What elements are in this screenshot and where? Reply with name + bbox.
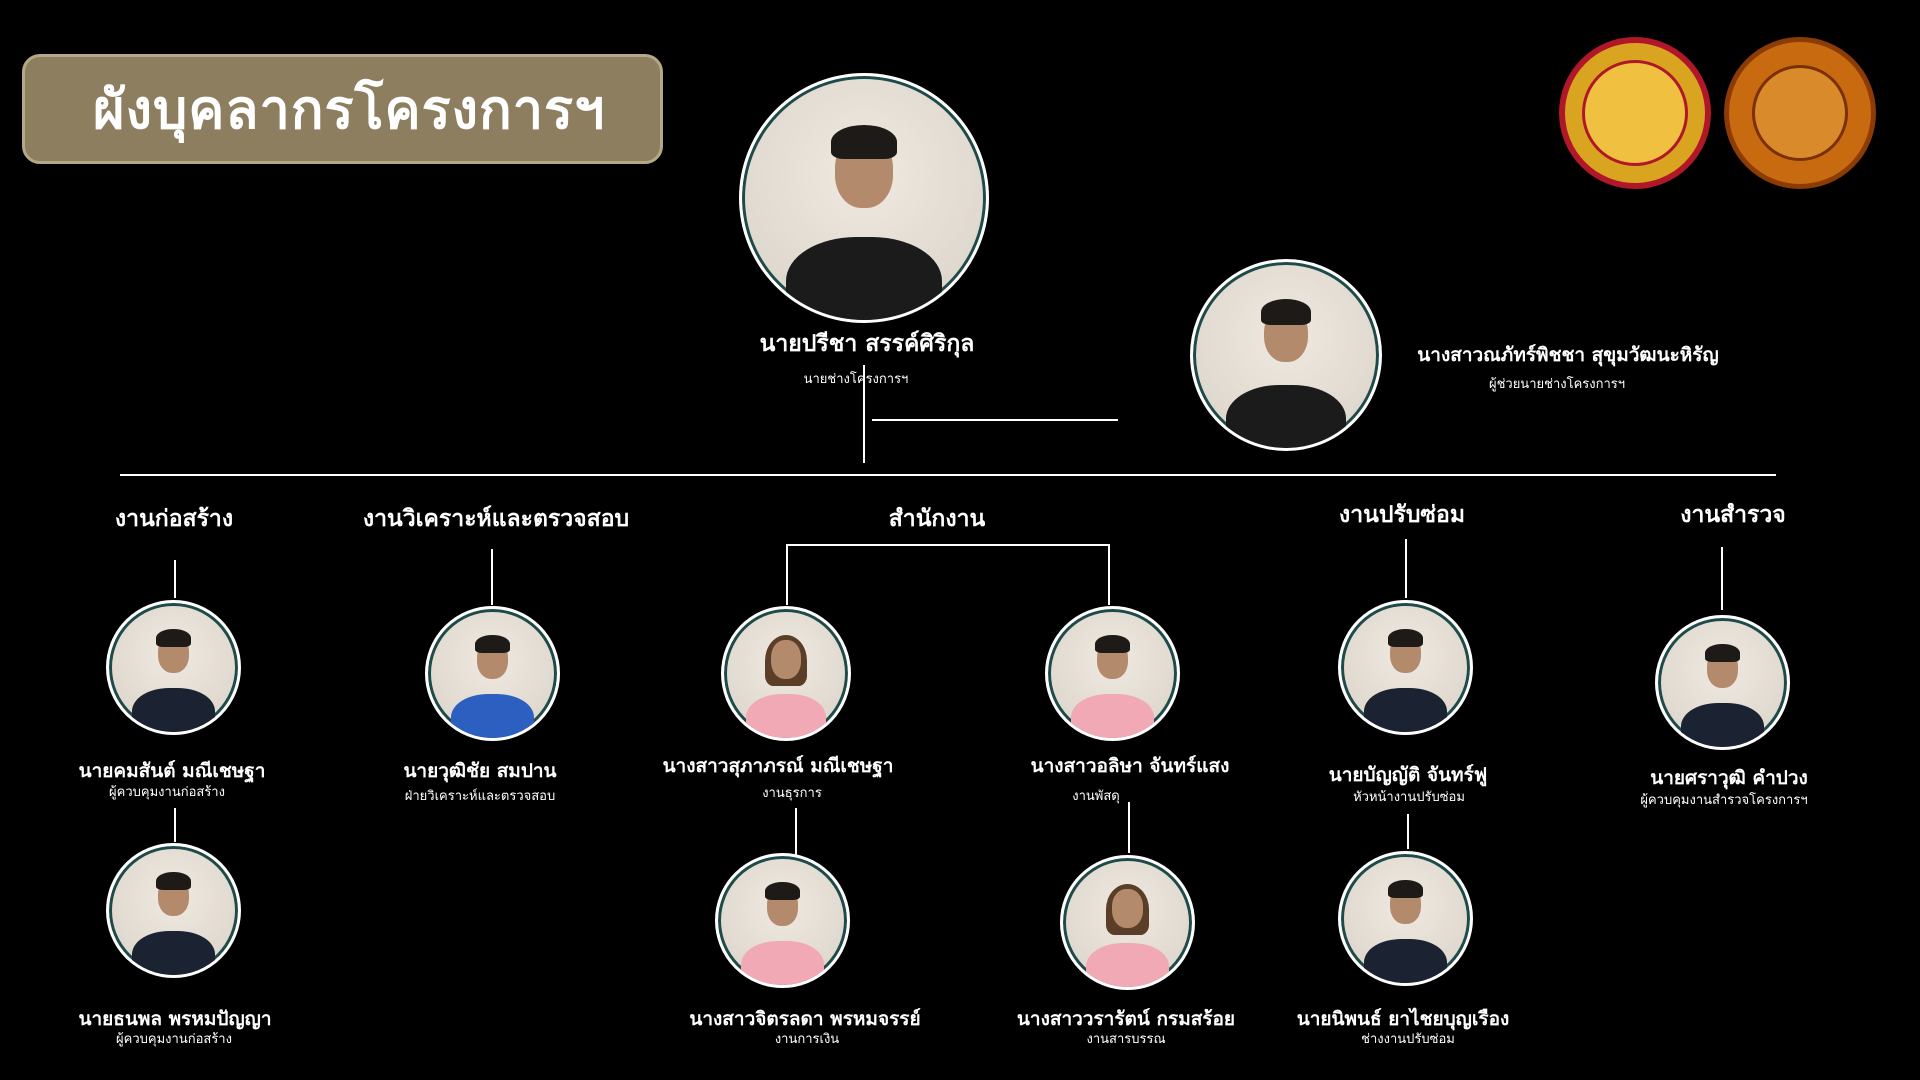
- staff-photo: [1338, 851, 1473, 986]
- staff-photo: [1655, 615, 1790, 750]
- department-of-highways-logo: [1559, 37, 1711, 189]
- assistant-photo: [1190, 259, 1382, 451]
- staff-name: นางสาวสุภาภรณ์ มณีเชษฐา: [662, 755, 894, 777]
- staff-photo: [106, 600, 241, 735]
- staff-name: นายธนพล พรหมปัญญา: [78, 1008, 272, 1030]
- page-title: ผังบุคลากรโครงการฯ: [93, 78, 606, 141]
- staff-name: นายคมสันต์ มณีเชษฐา: [78, 760, 266, 782]
- head-photo: [739, 73, 989, 323]
- connector-line: [1407, 814, 1409, 849]
- connector-line: [1721, 547, 1723, 610]
- connector-line: [795, 808, 797, 855]
- head-role: นายช่างโครงการฯ: [803, 372, 909, 387]
- staff-role: หัวหน้างานปรับซ่อม: [1353, 790, 1465, 805]
- connector-line: [1108, 544, 1110, 605]
- assistant-role: ผู้ช่วยนายช่างโครงการฯ: [1488, 377, 1626, 392]
- staff-name: นายศราวุฒิ คำปวง: [1650, 767, 1808, 789]
- connector-line: [1128, 802, 1130, 853]
- staff-name: นางสาววรารัตน์ กรมสร้อย: [1016, 1008, 1236, 1030]
- section-office: สำนักงาน: [888, 506, 986, 532]
- connector-line: [120, 474, 1776, 476]
- connector-line: [491, 549, 493, 605]
- connector-line: [786, 544, 788, 605]
- staff-role: ฝ่ายวิเคราะห์และตรวจสอบ: [404, 789, 556, 804]
- staff-photo: [1060, 855, 1195, 990]
- connector-line: [872, 419, 1118, 421]
- staff-photo: [1045, 606, 1180, 741]
- connector-line: [863, 365, 865, 463]
- staff-photo: [1338, 600, 1473, 735]
- staff-name: นายนิพนธ์ ยาไชยบุญเรือง: [1296, 1008, 1510, 1030]
- staff-role: งานธุรการ: [762, 786, 822, 801]
- staff-role: งานการเงิน: [774, 1032, 840, 1047]
- staff-role: งานพัสดุ: [1072, 789, 1120, 804]
- staff-role: งานสารบรรณ: [1086, 1032, 1166, 1047]
- connector-line: [174, 808, 176, 842]
- title-banner: ผังบุคลากรโครงการฯ: [22, 54, 663, 164]
- connector-line: [1405, 539, 1407, 598]
- section-analysis-inspection: งานวิเคราะห์และตรวจสอบ: [362, 506, 630, 532]
- staff-name: นายบัญญัติ จันทร์ฟู: [1328, 764, 1488, 786]
- head-name: นายปรีชา สรรค์ศิริกุล: [759, 331, 975, 357]
- staff-role: ผู้ควบคุมงานก่อสร้าง: [109, 785, 225, 800]
- section-maintenance: งานปรับซ่อม: [1338, 502, 1466, 528]
- staff-name: นางสาวอลิษา จันทร์แสง: [1030, 755, 1230, 777]
- staff-photo: [106, 843, 241, 978]
- section-survey: งานสำรวจ: [1680, 502, 1786, 528]
- staff-role: ผู้ควบคุมงานก่อสร้าง: [116, 1032, 232, 1047]
- staff-role: ผู้ควบคุมงานสำรวจโครงการฯ: [1640, 793, 1808, 808]
- staff-photo: [721, 606, 851, 741]
- staff-name: นายวุฒิชัย สมปาน: [403, 760, 557, 782]
- connector-line: [786, 544, 1110, 546]
- lampang-construction-center-logo: [1724, 37, 1876, 189]
- assistant-name: นางสาวณภัทร์พิชชา สุขุมวัฒนะหิรัญ: [1417, 344, 1719, 366]
- staff-photo: [715, 853, 850, 988]
- staff-role: ช่างงานปรับซ่อม: [1361, 1032, 1455, 1047]
- section-construction: งานก่อสร้าง: [114, 506, 234, 532]
- staff-photo: [425, 606, 560, 741]
- staff-name: นางสาวจิตรลดา พรหมจรรย์: [689, 1008, 921, 1030]
- connector-line: [174, 560, 176, 598]
